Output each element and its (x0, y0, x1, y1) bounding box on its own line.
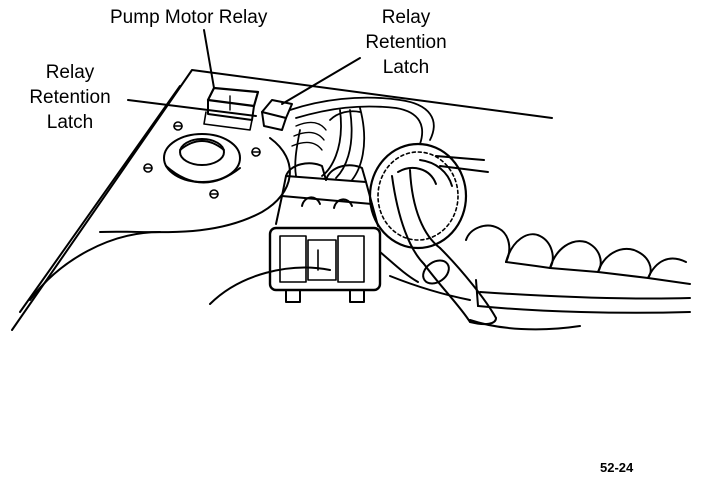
electrical-connector (268, 162, 382, 303)
convoluted-conduit (291, 121, 327, 151)
bolt-heads (143, 121, 261, 199)
intake-runners (465, 224, 691, 331)
panel-outline (11, 69, 553, 331)
pump-motor-relay-shape (203, 86, 260, 131)
latch-left-line-1: Relay (45, 62, 95, 83)
fender-curve (209, 266, 331, 305)
leader-pump-motor-relay (203, 29, 215, 89)
leader-latch-left (127, 99, 257, 117)
latch-left-line-2: Retention (29, 87, 111, 108)
wiring-harness (289, 96, 435, 181)
latch-right-line-3: Latch (382, 57, 430, 78)
retention-latch-shape (261, 99, 293, 131)
latch-right-line-2: Retention (365, 32, 447, 53)
pump-motor-relay-label: Pump Motor Relay (110, 7, 268, 28)
latch-left-line-3: Latch (46, 112, 94, 133)
figure-number: 52-24 (600, 460, 634, 475)
strut-tower (163, 133, 241, 184)
leader-latch-right (281, 57, 361, 105)
latch-right-line-1: Relay (381, 7, 431, 28)
